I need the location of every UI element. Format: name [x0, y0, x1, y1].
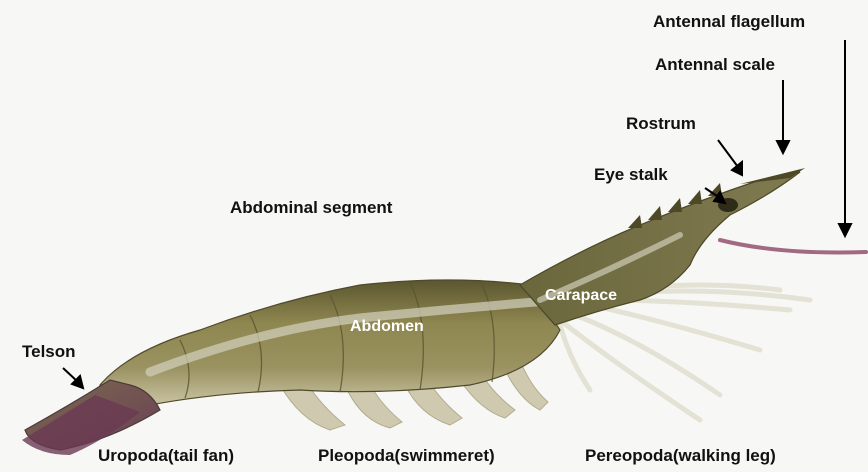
abdomen-body: [100, 280, 560, 405]
label-abdominal-segment: Abdominal segment: [230, 198, 392, 218]
label-pereopoda: Pereopoda(walking leg): [585, 446, 776, 466]
label-antennal-scale: Antennal scale: [655, 55, 775, 75]
label-abdomen: Abdomen: [350, 318, 424, 336]
antennal-flagellum: [720, 240, 866, 253]
label-eye-stalk: Eye stalk: [594, 165, 668, 185]
label-antennal-flagellum: Antennal flagellum: [653, 12, 805, 32]
label-pleopoda: Pleopoda(swimmeret): [318, 446, 495, 466]
label-telson: Telson: [22, 342, 76, 362]
label-uropoda: Uropoda(tail fan): [98, 446, 234, 466]
label-carapace: Carapace: [545, 287, 617, 305]
label-rostrum: Rostrum: [626, 114, 696, 134]
